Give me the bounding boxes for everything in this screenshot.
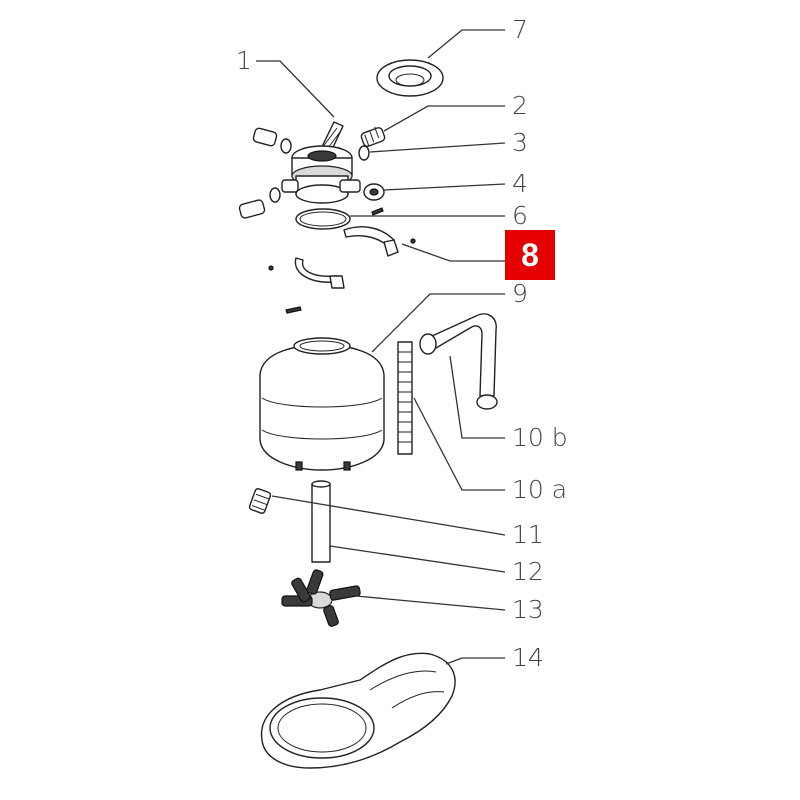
leader-10a — [413, 397, 505, 491]
fitting-left-top — [252, 127, 292, 154]
callout-10b: 10 b — [512, 423, 568, 452]
fitting-left-lower — [238, 187, 281, 219]
part-8-clamp — [268, 226, 416, 314]
highlighted-callout-8: 8 — [505, 230, 555, 280]
callout-13: 13 — [512, 595, 544, 624]
callout-14: 14 — [512, 643, 544, 672]
callout-labels: 1 7 2 3 4 6 9 10 b 10 a 11 12 13 14 — [236, 15, 568, 672]
leader-9 — [371, 293, 505, 353]
part-12-center-pipe — [311, 480, 331, 563]
part-6-main-o-ring — [295, 207, 384, 230]
leader-1 — [256, 60, 335, 118]
part-9-filter-tank — [259, 337, 385, 471]
leader-4 — [383, 183, 506, 191]
part-4-bushing — [363, 183, 385, 201]
callout-4: 4 — [512, 169, 528, 198]
leader-14 — [445, 657, 505, 665]
part-2-fitting-right — [360, 126, 386, 147]
leader-3 — [369, 142, 506, 153]
callout-10a: 10 a — [512, 475, 567, 504]
callout-7: 7 — [512, 15, 528, 44]
part-10a-lateral-pipe — [397, 341, 413, 455]
part-11-drain-plug — [248, 488, 272, 514]
part-13-laterals-hub — [281, 569, 361, 627]
callout-1: 1 — [236, 46, 252, 75]
callout-6: 6 — [512, 201, 528, 230]
leader-lines — [256, 29, 506, 665]
part-3-o-ring — [358, 145, 370, 161]
leader-11 — [271, 495, 506, 536]
callout-12: 12 — [512, 557, 544, 586]
callout-2: 2 — [512, 91, 528, 120]
part-10b-elbow-pipe — [419, 313, 498, 410]
part-14-base — [260, 652, 456, 769]
leader-10b — [449, 355, 505, 439]
callout-9: 9 — [512, 279, 528, 308]
callout-11: 11 — [512, 520, 544, 549]
leader-12 — [329, 545, 506, 573]
part-7-flange-ring — [376, 59, 444, 97]
leader-2 — [383, 105, 505, 132]
leader-7 — [427, 29, 505, 59]
multiport-valve-body — [281, 145, 361, 204]
leader-13 — [355, 595, 506, 611]
callout-3: 3 — [512, 128, 528, 157]
leader-8 — [401, 243, 505, 262]
